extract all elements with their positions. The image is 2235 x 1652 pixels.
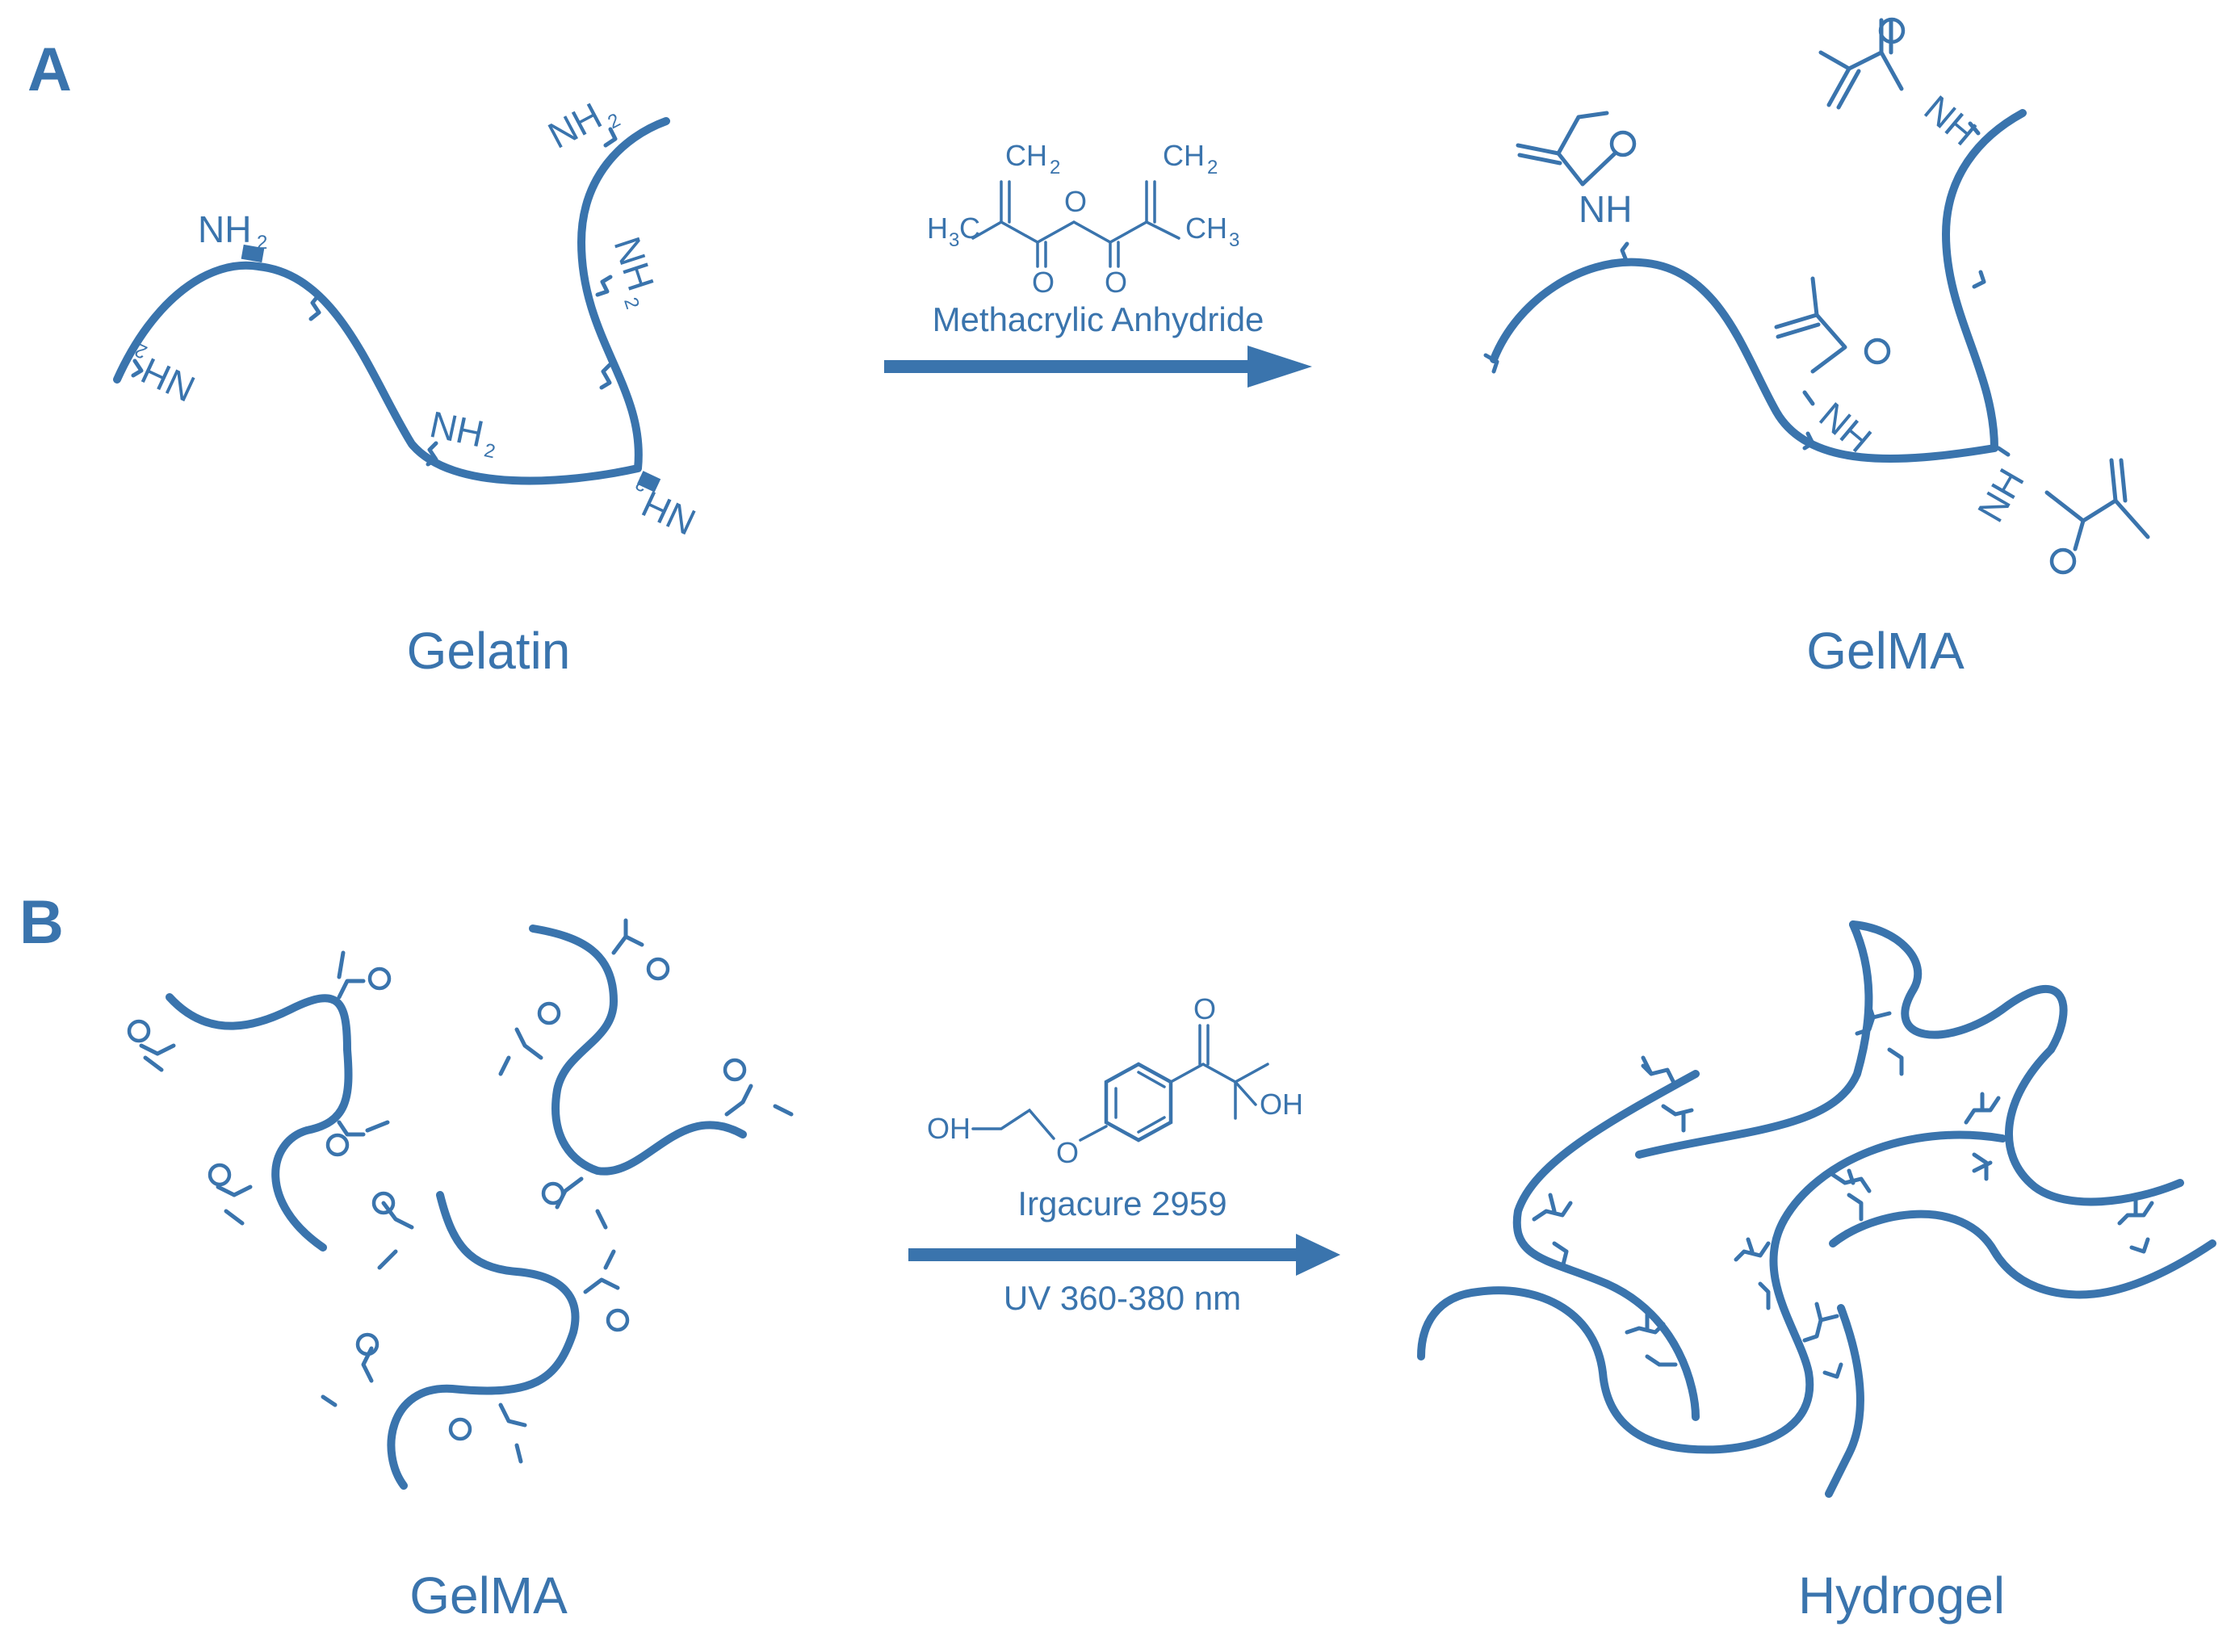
hydrogel-caption: Hydrogel [1798,1566,2005,1625]
crosslink-markers [1532,1003,2154,1379]
svg-text:2: 2 [1207,157,1218,178]
svg-text:NH: NH [135,350,201,410]
svg-text:2: 2 [619,295,644,312]
svg-text:O: O [1105,266,1127,299]
methacrylamide-group-1: NH [1516,111,1637,265]
gelatin-tick [131,358,144,378]
svg-text:NH: NH [198,208,251,250]
gelatin-tick [603,127,618,148]
svg-text:2: 2 [1050,157,1060,178]
svg-text:CH: CH [1163,139,1205,172]
gelma-caption-a: GelMA [1806,622,1965,680]
gelatin-caption: Gelatin [407,622,571,680]
amine-group-top: NH 2 [198,208,267,263]
gelma-molecule-a: NH NH NH [1483,17,2150,575]
svg-text:NH: NH [635,483,702,543]
amine-group-middle: NH 2 [426,403,497,463]
svg-text:NH: NH [1969,461,2032,529]
gelma-strands-b [127,918,794,1490]
svg-text:C: C [959,212,980,245]
svg-text:OH: OH [1260,1088,1303,1121]
gelma-caption-b: GelMA [409,1566,568,1625]
svg-text:CH: CH [1185,212,1227,245]
svg-text:2: 2 [482,439,497,463]
svg-text:2: 2 [257,232,267,254]
svg-text:NH: NH [1579,188,1632,230]
svg-text:3: 3 [1229,229,1239,251]
amine-group-upper-right: NH 2 [541,94,624,157]
reaction-arrow-b [908,1234,1340,1276]
svg-text:O: O [1064,185,1087,218]
reagent-label-methacrylic-anhydride: Methacrylic Anhydride [933,300,1264,338]
panel-b-label: B [19,888,64,957]
methacrylic-anhydride-structure: CH 2 CH 2 H 3 C CH 3 O O O [927,139,1239,299]
panel-a-label: A [27,36,72,104]
svg-text:O: O [1032,266,1055,299]
gelatin-tick [599,363,612,390]
condition-label-uv: UV 360-380 nm [1004,1279,1241,1317]
svg-text:NH: NH [426,403,488,455]
svg-text:NH: NH [1917,87,1985,154]
methacrylamide-group-2: NH [1818,17,1985,154]
svg-text:O: O [1056,1136,1079,1169]
hydrogel-network [1417,920,2216,1498]
irgacure-2959-structure: OH O O OH [927,992,1303,1169]
svg-text:O: O [1193,992,1216,1025]
svg-text:CH: CH [1005,139,1047,172]
gelatin-tick [426,441,438,467]
gelatin-tick [308,292,321,321]
gelatin-backbone [113,117,670,485]
svg-text:H: H [927,212,948,245]
svg-text:2: 2 [632,472,652,496]
methacrylamide-group-4: NH [1969,446,2150,575]
svg-text:NH: NH [541,94,608,157]
gelatin-tick [595,275,613,297]
svg-text:NH: NH [606,232,662,296]
svg-text:OH: OH [927,1112,971,1145]
amine-group-bottom-right: NH 2 [632,471,702,543]
svg-text:3: 3 [949,229,959,251]
amine-group-right-side: NH 2 [606,232,662,312]
gelatin-molecule: NH 2 NH 2 NH 2 NH 2 NH 2 NH 2 [113,94,702,543]
reagent-label-irgacure: Irgacure 2959 [1017,1184,1227,1222]
reaction-arrow-a [884,346,1312,388]
side-groups-b [127,918,794,1464]
gelma-backbone [1490,109,2027,463]
